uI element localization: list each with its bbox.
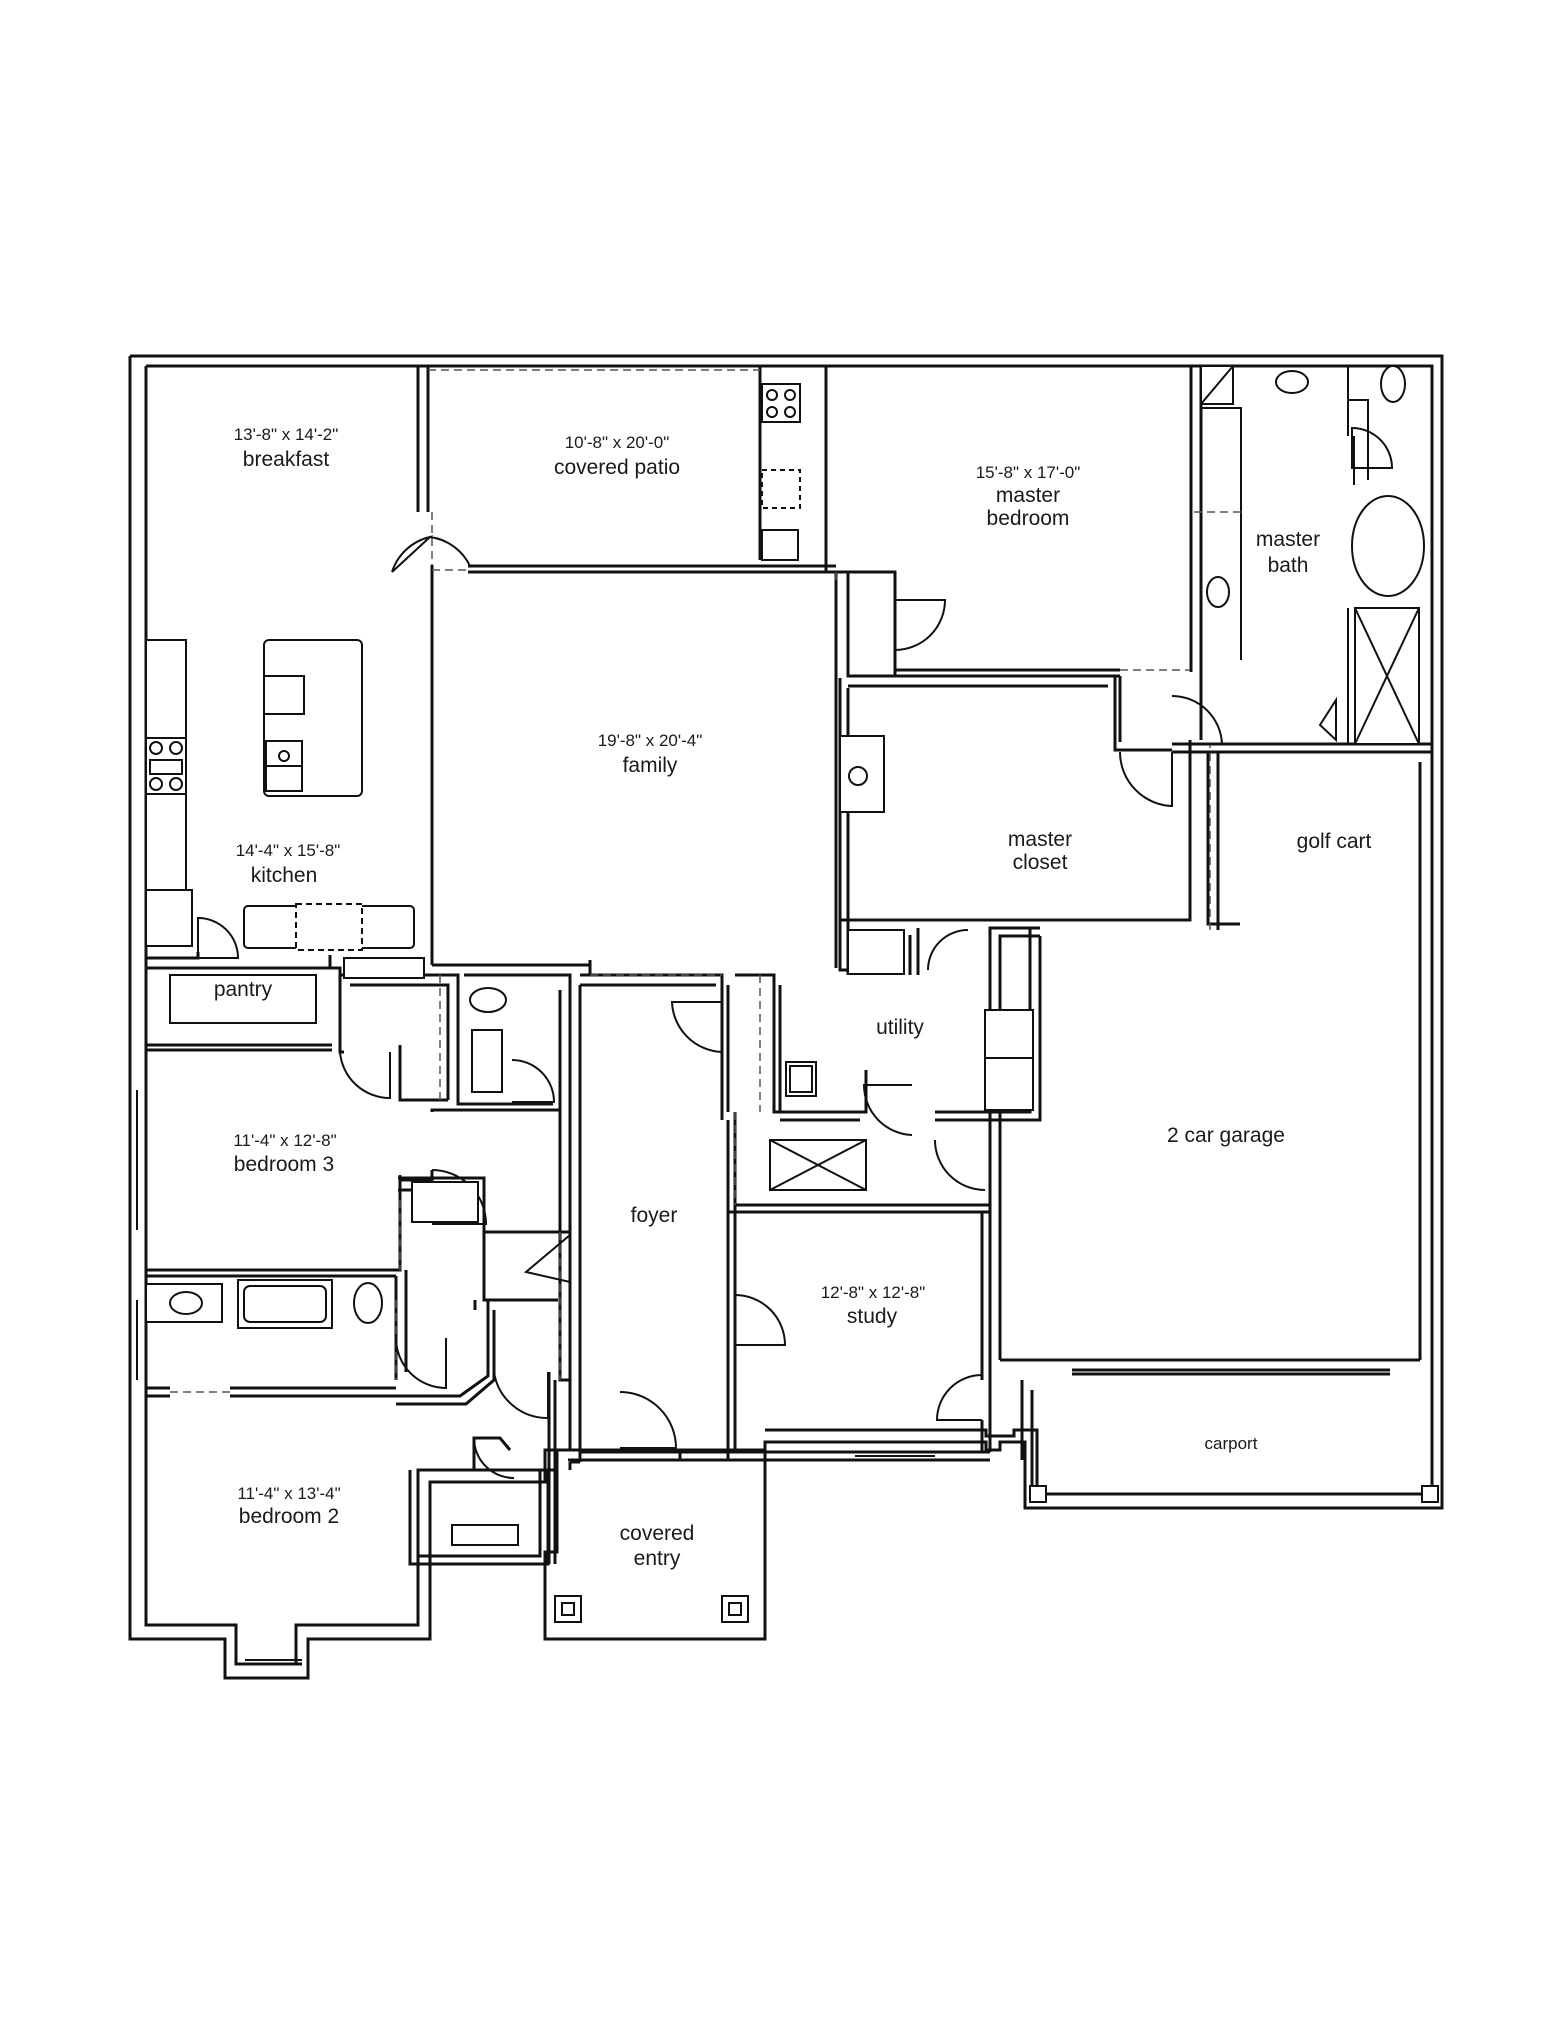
door-swings: [197, 426, 1394, 1479]
interior-walls: [146, 366, 1432, 1566]
bedroom-2-dimensions: 11'-4" x 13'-4": [237, 1484, 340, 1503]
master-closet-label-line2: closet: [1013, 851, 1068, 874]
fixtures: [145, 365, 1439, 1623]
bedroom-2-label: bedroom 2: [239, 1505, 339, 1528]
washer: [847, 929, 905, 975]
dashed-openings: [170, 369, 1241, 1393]
breakfast-label: breakfast: [243, 448, 330, 471]
covered-patio-label: covered patio: [554, 456, 680, 479]
study-dimensions: 12'-8" x 12'-8": [821, 1283, 926, 1302]
family-label: family: [623, 754, 678, 777]
bedroom-3-label: bedroom 3: [234, 1153, 334, 1176]
room-labels: 13'-8" x 14'-2" breakfast 10'-8" x 20'-0…: [214, 425, 1372, 1570]
covered-entry-label-line2: entry: [634, 1547, 681, 1570]
vanity-sink: [1206, 576, 1230, 608]
golf-cart-label: golf cart: [1297, 830, 1372, 853]
master-bedroom-label-line1: master: [996, 484, 1060, 507]
breakfast-dimensions: 13'-8" x 14'-2": [234, 425, 339, 444]
exterior-walls: [128, 354, 1444, 1680]
master-bath-label-line1: master: [1256, 528, 1320, 551]
carport-label: carport: [1205, 1434, 1258, 1453]
foyer-label: foyer: [631, 1204, 678, 1227]
outdoor-grill: [761, 383, 801, 423]
dryer: [984, 1009, 1034, 1111]
bath-toilet: [353, 1282, 383, 1324]
master-bath-label-line2: bath: [1268, 554, 1309, 577]
pantry-label: pantry: [214, 978, 273, 1001]
kitchen-label: kitchen: [251, 864, 318, 887]
covered-entry-label-line1: covered: [620, 1522, 695, 1545]
bath-sink: [169, 1291, 203, 1315]
bedroom-3-dimensions: 11'-4" x 12'-8": [233, 1131, 336, 1150]
master-bedroom-label-line2: bedroom: [987, 507, 1070, 530]
master-bath-sink: [1275, 370, 1309, 394]
hall-toilet: [469, 987, 507, 1013]
master-toilet: [1380, 365, 1406, 403]
study-label: study: [847, 1305, 898, 1328]
carport-post-left: [1029, 1485, 1047, 1503]
family-dimensions: 19'-8" x 20'-4": [598, 731, 703, 750]
bathtub: [1351, 495, 1425, 597]
garage-label: 2 car garage: [1167, 1124, 1285, 1147]
kitchen-dimensions: 14'-4" x 15'-8": [236, 841, 341, 860]
master-closet-label-line1: master: [1008, 828, 1072, 851]
covered-patio-dimensions: 10'-8" x 20'-0": [565, 433, 670, 452]
utility-label: utility: [876, 1016, 924, 1039]
master-bedroom-dimensions: 15'-8" x 17'-0": [976, 463, 1081, 482]
